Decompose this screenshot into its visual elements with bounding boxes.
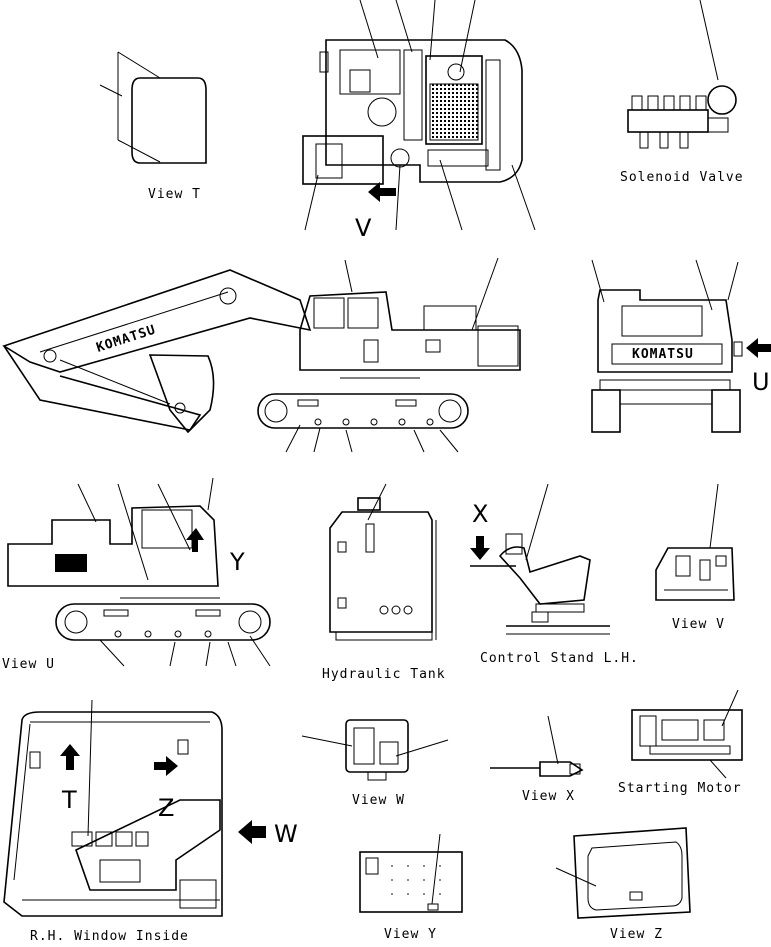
view-x-label: View X	[522, 789, 575, 804]
rh-window-inside-figure: T Z W R.H. Window Inside	[3, 699, 298, 944]
view-t-figure: View T	[99, 51, 207, 202]
boom-brand-text: KOMATSU	[95, 322, 158, 355]
rh-window-inside-label: R.H. Window Inside	[30, 929, 189, 942]
solenoid-valve-label: Solenoid Valve	[620, 170, 744, 185]
view-letter-z: Z	[158, 794, 174, 822]
view-u-label: View U	[2, 657, 55, 672]
view-x-figure: View X	[490, 715, 584, 804]
view-letter-y: Y	[229, 548, 245, 576]
hydraulic-tank-label: Hydraulic Tank	[322, 667, 446, 682]
view-letter-t: T	[61, 786, 77, 814]
view-w-label: View W	[352, 793, 405, 808]
view-w-figure: View W	[301, 719, 449, 808]
view-z-label: View Z	[610, 927, 663, 942]
view-letter-v: V	[355, 214, 372, 242]
view-letter-x: X	[472, 500, 488, 528]
view-v-figure: View V	[655, 483, 735, 632]
excavator-side-view: KOMATSU	[2, 257, 521, 453]
control-stand-figure: X Control Stand L.H.	[470, 483, 639, 666]
view-letter-u: U	[752, 368, 770, 396]
rear-view-u: KOMATSU U	[591, 259, 771, 433]
control-stand-label: Control Stand L.H.	[480, 651, 639, 666]
hydraulic-tank-figure: Hydraulic Tank	[322, 483, 446, 682]
view-v-label: View V	[672, 617, 725, 632]
starting-motor-figure: Starting Motor	[618, 689, 743, 796]
view-u-figure: Y View U	[2, 477, 271, 672]
rear-brand-text: KOMATSU	[632, 347, 694, 362]
view-y-figure: View Y	[359, 833, 463, 942]
starting-motor-label: Starting Motor	[618, 781, 742, 796]
solenoid-valve-figure: Solenoid Valve	[620, 85, 744, 185]
grill-pattern	[429, 83, 479, 141]
view-y-label: View Y	[384, 927, 437, 942]
view-t-label: View T	[148, 187, 201, 202]
view-letter-w: W	[274, 820, 298, 848]
view-z-figure: View Z	[555, 827, 691, 942]
machine-top-view: V	[302, 0, 719, 242]
